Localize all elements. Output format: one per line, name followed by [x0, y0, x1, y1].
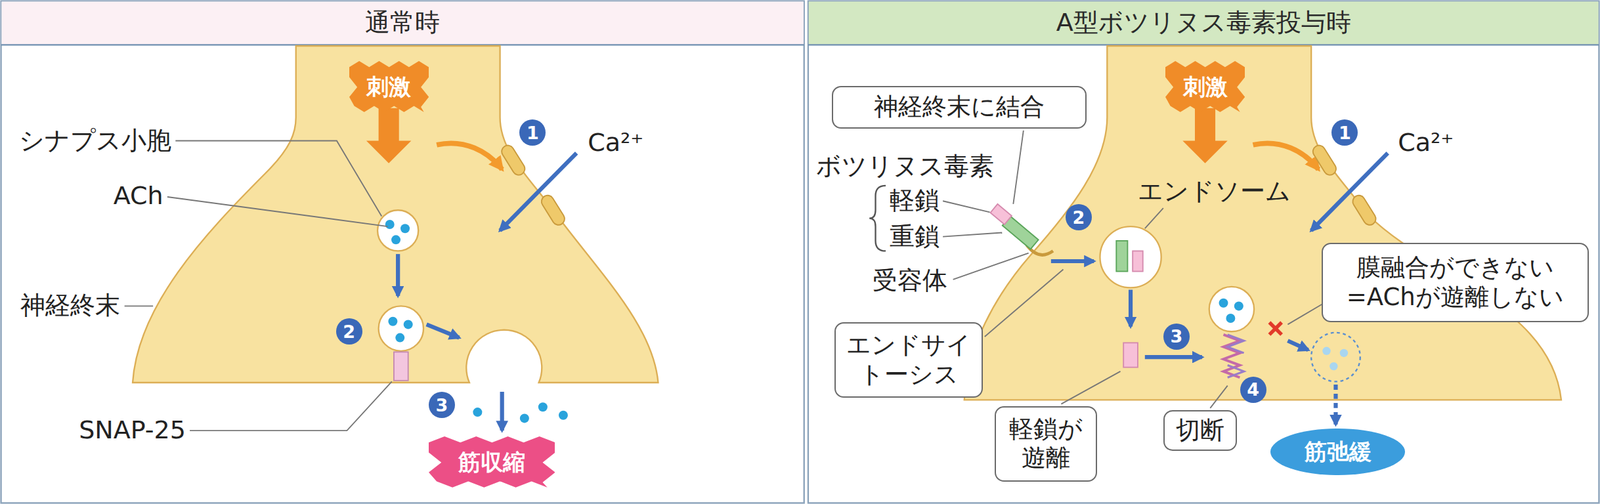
node-text: 刺激	[366, 73, 411, 101]
part-label: エンドソーム	[1137, 176, 1291, 207]
callout-bubble: 膜融合ができない =AChが遊離しない	[1321, 242, 1589, 323]
node-text: 筋収縮	[458, 449, 526, 476]
node-text: 膜融合ができない =AChが遊離しない	[1332, 253, 1579, 312]
callout-number: 3	[1163, 323, 1190, 350]
muscle-relaxation-ellipse: 筋弛緩	[1270, 428, 1406, 476]
node-text: 筋弛緩	[1304, 438, 1372, 466]
stimulus-burst: 刺激	[1165, 61, 1245, 113]
panel-heading: A型ボツリヌス毒素投与時	[806, 0, 1600, 45]
vesicles	[377, 210, 1361, 423]
leader-lines	[124, 130, 1323, 431]
stimulus-burst: 刺激	[349, 61, 429, 113]
part-label: ACh	[113, 181, 164, 212]
callout-number: 4	[1240, 376, 1267, 404]
node-text: 神経終末に結合	[873, 92, 1045, 122]
muscle-contraction-burst: 筋収縮	[428, 436, 556, 488]
panel: A型ボツリヌス毒素投与時刺激神経終末に結合膜融合ができない =AChが遊離しない…	[806, 0, 1600, 504]
callout-number: 2	[336, 318, 363, 345]
part-label: 重鎖	[889, 221, 940, 253]
part-label: 軽鎖	[889, 185, 940, 217]
node-text: 刺激	[1183, 73, 1228, 101]
flow-arrows	[397, 152, 1388, 431]
node-text: 軽鎖が 遊離	[1005, 414, 1086, 474]
callout-bubble: エンドサイ トーシス	[834, 322, 983, 398]
part-label: ボツリヌス毒素	[816, 151, 995, 182]
callout-bubble: 軽鎖が 遊離	[994, 406, 1097, 482]
callout-bubble: 神経終末に結合	[831, 86, 1088, 129]
panel-heading: 通常時	[0, 0, 805, 45]
nerve-terminal	[132, 45, 1562, 400]
part-label: 神経終末	[20, 290, 121, 322]
callout-number: 2	[1065, 204, 1092, 231]
callout-number: 1	[519, 119, 546, 146]
part-label: 受容体	[872, 265, 948, 297]
callout-number: 1	[1331, 119, 1358, 146]
part-label: SNAP-25	[78, 415, 186, 446]
callout-number: 3	[428, 391, 455, 419]
part-label: Ca²⁺	[587, 128, 644, 159]
callout-bubble: 切断	[1163, 410, 1237, 452]
part-label: Ca²⁺	[1397, 128, 1454, 159]
node-text: 切断	[1175, 416, 1225, 446]
node-text: エンドサイ トーシス	[844, 330, 972, 390]
part-label: シナプス小胞	[19, 126, 172, 157]
